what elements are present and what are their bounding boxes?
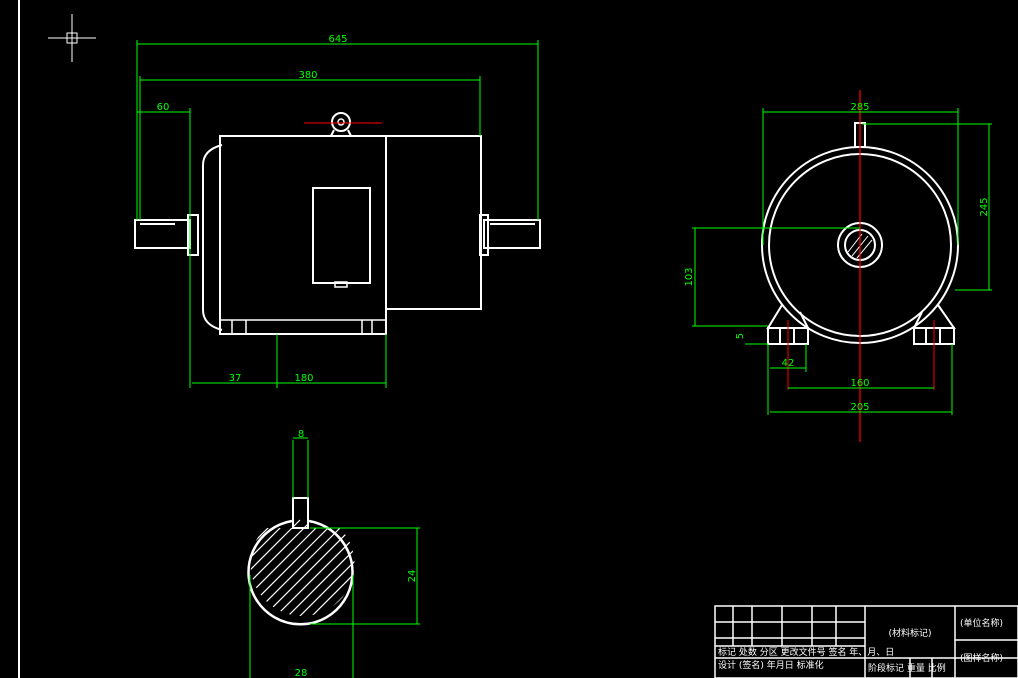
stage-label: 阶段标记 重量 比例: [868, 662, 946, 674]
dim-section-bottom: 28: [295, 668, 308, 678]
drawing-label: (图样名称): [960, 652, 1003, 664]
section-outline: [247, 519, 354, 626]
dim-section-diameter: 24: [407, 570, 418, 583]
title-block-row1: 标记 处数 分区 更改文件号 签名 年、月、日: [718, 646, 894, 658]
dim-center-height: 103: [684, 267, 695, 286]
crosshair-cursor-icon[interactable]: [48, 14, 96, 62]
section-hatch: [250, 519, 355, 617]
section-dim-lines: [249, 437, 420, 678]
motor-body: [219, 135, 387, 335]
dim-foot-offset: 37: [229, 373, 242, 384]
end-dim-lines: [692, 108, 992, 415]
dim-height-right: 245: [979, 197, 990, 216]
lifting-eye-icon: [304, 112, 382, 137]
terminal-box: [312, 187, 371, 284]
dim-body-length: 380: [298, 70, 317, 81]
title-block[interactable]: 标记 处数 分区 更改文件号 签名 年、月、日 设计 (签名) 年月日 标准化 …: [714, 605, 1018, 678]
side-view[interactable]: 645 380 60 37 180: [134, 34, 541, 388]
unit-label: (单位名称): [960, 617, 1003, 629]
dim-base-width: 205: [850, 402, 869, 413]
terminal-latch: [334, 281, 348, 288]
motor-rear-body: [385, 135, 482, 310]
side-dim-lines: [136, 40, 539, 388]
right-shaft: [479, 214, 541, 256]
material-label: (材料标记): [888, 627, 931, 639]
dim-overall-length: 645: [328, 34, 347, 45]
dim-mount-span: 160: [850, 378, 869, 389]
dim-foot-thickness: 5: [735, 333, 746, 339]
key-slot: [292, 497, 309, 529]
title-block-row2: 设计 (签名) 年月日 标准化: [718, 659, 824, 671]
dim-width-top: 285: [850, 102, 869, 113]
dim-foot-width: 42: [782, 358, 795, 369]
left-shaft: [134, 214, 199, 256]
title-block-grid: [714, 605, 1018, 678]
end-view[interactable]: 285 245 103 5 42 160 205: [684, 90, 992, 442]
dim-key-width: 8: [298, 429, 304, 440]
dim-foot-span: 180: [294, 373, 313, 384]
shaft-section-view[interactable]: 8 24 28: [240, 429, 420, 678]
end-cap: [202, 144, 223, 331]
dim-shaft-left: 60: [157, 102, 170, 113]
base-strip: [220, 319, 386, 334]
